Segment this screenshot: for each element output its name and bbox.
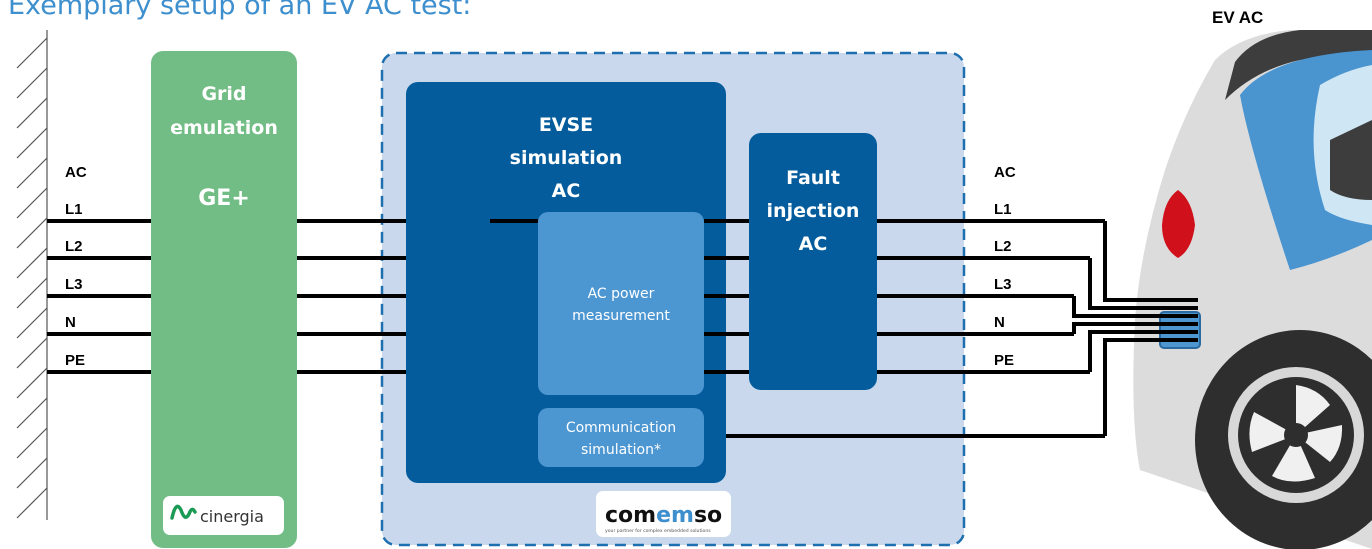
wire-label-pe-right: PE xyxy=(994,352,1014,369)
ac-power-measurement-block: AC power measurement xyxy=(538,212,704,395)
fault-title-line1: Fault xyxy=(786,167,840,189)
ev-car-image xyxy=(1133,30,1372,549)
grid-title-line2: emulation xyxy=(170,117,278,139)
comemso-tagline: your partner for complex embedded soluti… xyxy=(605,528,711,534)
wire-label-l1-right: L1 xyxy=(994,201,1012,218)
comemso-logo-so: so xyxy=(694,503,722,528)
wire-label-n-left: N xyxy=(65,314,76,331)
evse-title-line3: AC xyxy=(552,180,581,202)
wire-label-pe-left: PE xyxy=(65,352,85,369)
cinergia-logo-text: cinergia xyxy=(200,507,264,526)
wire-label-l2-left: L2 xyxy=(65,238,83,255)
ev-label: EV AC xyxy=(1212,8,1263,27)
power-label-line2: measurement xyxy=(572,308,670,324)
comm-label-line2: simulation* xyxy=(581,442,661,458)
svg-text:comemso: comemso xyxy=(605,503,722,528)
fault-title-line3: AC xyxy=(799,233,828,255)
wire-label-ac-left: AC xyxy=(65,164,87,181)
wire-label-n-right: N xyxy=(994,314,1005,331)
wire-label-l3-left: L3 xyxy=(65,276,83,293)
fault-injection-block: Fault injection AC xyxy=(749,133,877,390)
wire-labels-right: AC L1 L2 L3 N PE xyxy=(994,164,1016,369)
wire-label-ac-right: AC xyxy=(994,164,1016,181)
communication-simulation-block: Communication simulation* xyxy=(538,408,704,467)
diagram-title: Exemplary setup of an EV AC test: xyxy=(8,0,471,21)
grid-product-name: GE+ xyxy=(198,186,250,211)
measurement-through-wires xyxy=(490,219,750,374)
power-label-line1: AC power xyxy=(588,286,655,302)
cinergia-logo: cinergia xyxy=(163,496,284,535)
wire-label-l3-right: L3 xyxy=(994,276,1012,293)
fault-title-line2: injection xyxy=(767,200,860,222)
comemso-logo-com: com xyxy=(605,503,656,528)
grid-title-line1: Grid xyxy=(201,83,246,105)
ground-hatch xyxy=(16,30,48,520)
comemso-logo: comemso your partner for complex embedde… xyxy=(596,491,731,537)
wire-label-l1-left: L1 xyxy=(65,201,83,218)
comm-label-line1: Communication xyxy=(566,420,676,436)
cinergia-wave-icon xyxy=(170,504,197,520)
wire-labels-left: AC L1 L2 L3 N PE xyxy=(65,164,87,369)
evse-title-line1: EVSE xyxy=(539,114,593,136)
evse-title-line2: simulation xyxy=(510,147,623,169)
grid-emulation-block: Grid emulation GE+ cinergia xyxy=(151,51,297,548)
comemso-logo-em: em xyxy=(656,503,694,528)
wire-label-l2-right: L2 xyxy=(994,238,1012,255)
